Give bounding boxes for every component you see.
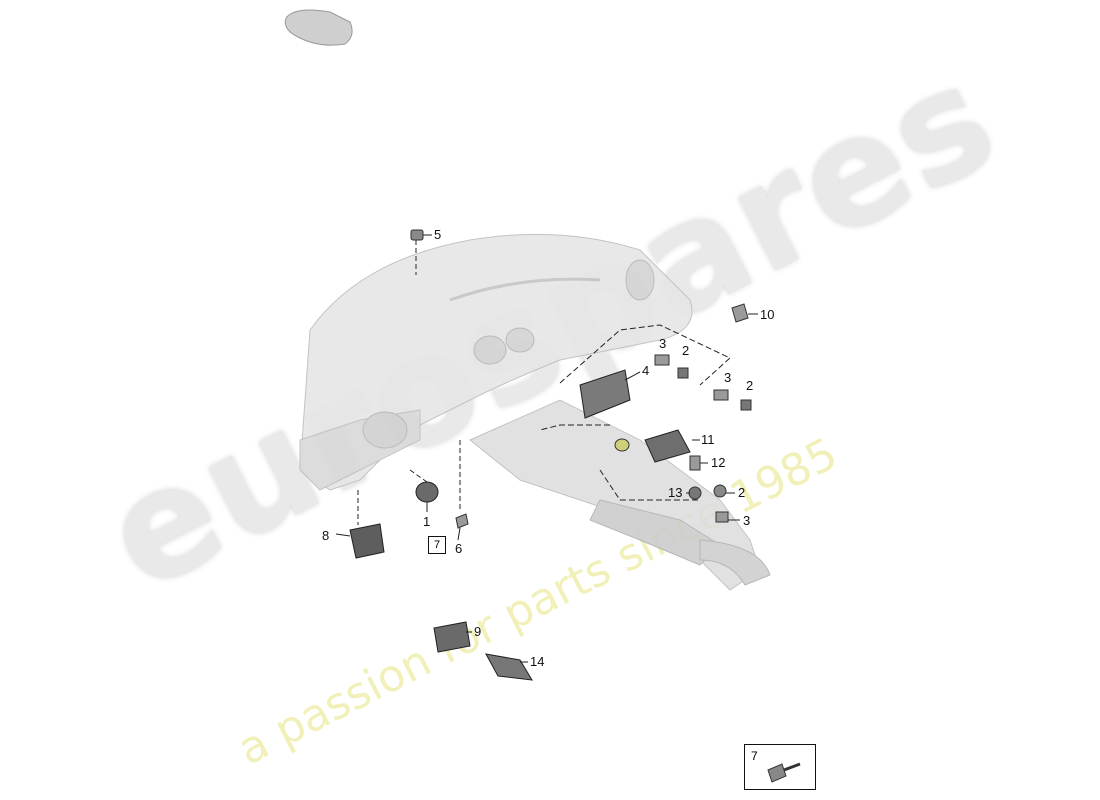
callout-13: 13 <box>668 485 683 500</box>
callout-2b: 2 <box>746 378 754 393</box>
dashboard-assembly <box>299 233 771 591</box>
switch-parts <box>349 229 801 783</box>
callout-12: 12 <box>711 455 726 470</box>
callout-11: 11 <box>701 432 715 447</box>
callout-1: 1 <box>423 514 431 529</box>
callout-10: 10 <box>760 307 775 322</box>
legend-box-7: 7 <box>744 744 816 790</box>
callout-2a: 2 <box>682 343 690 358</box>
callout-6: 6 <box>455 541 463 556</box>
callout-3c: 3 <box>743 513 751 528</box>
callout-8: 8 <box>322 528 330 543</box>
callout-4: 4 <box>642 363 650 378</box>
callout-5: 5 <box>434 227 442 242</box>
callout-14: 14 <box>530 654 545 669</box>
callout-9: 9 <box>474 624 482 639</box>
callout-3b: 3 <box>724 370 732 385</box>
callout-7-boxed: 7 <box>428 536 446 554</box>
callout-2c: 2 <box>738 485 746 500</box>
callout-3a: 3 <box>659 336 667 351</box>
legend-label: 7 <box>751 749 758 763</box>
roof-console-part <box>284 9 353 46</box>
leader-lines <box>335 234 758 663</box>
